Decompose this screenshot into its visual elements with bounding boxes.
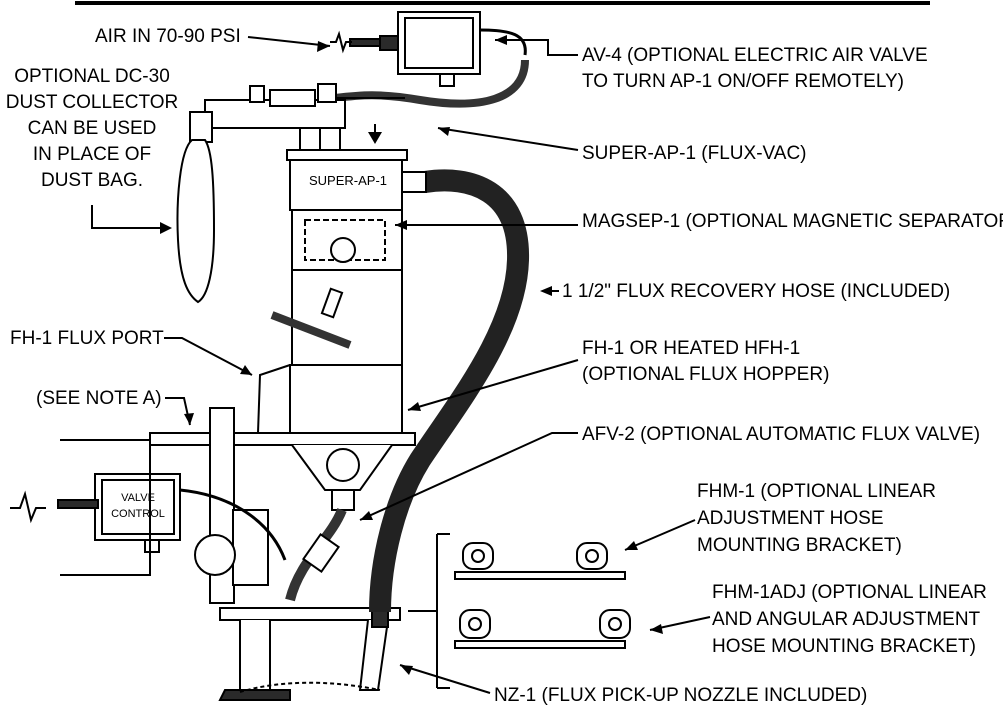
label-fh1-port: FH-1 FLUX PORT (10, 328, 164, 349)
label-dc30-3: CAN BE USED (28, 118, 157, 139)
fhm1adj-bracket (454, 609, 631, 649)
label-fhm1adj-3: HOSE MOUNTING BRACKET) (712, 636, 976, 657)
valve-control-label-1: VALVE (121, 492, 155, 504)
label-dc30-4: IN PLACE OF (33, 144, 151, 165)
dust-bag (176, 139, 216, 304)
label-av4-1: AV-4 (OPTIONAL ELECTRIC AIR VALVE (582, 45, 928, 66)
label-fhm1-2: ADJUSTMENT HOSE (697, 508, 884, 529)
fhm1-bracket (454, 542, 626, 580)
label-dc30-1: OPTIONAL DC-30 (14, 66, 170, 87)
label-av4-2: TO TURN AP-1 ON/OFF REMOTELY) (582, 71, 904, 92)
label-fh1-hopper-2: (OPTIONAL FLUX HOPPER) (582, 364, 829, 385)
top-manifold (189, 83, 346, 150)
leader-lines (91, 35, 711, 694)
av4-air-valve (330, 11, 529, 108)
label-magsep: MAGSEP-1 (OPTIONAL MAGNETIC SEPARATOR) (582, 211, 1003, 232)
label-fh1-hopper-1: FH-1 OR HEATED HFH-1 (582, 338, 800, 359)
valve-control-label-2: CONTROL (111, 508, 165, 520)
label-fhm1adj-2: AND ANGULAR ADJUSTMENT (712, 609, 981, 630)
air-squiggle-icon (330, 30, 352, 54)
hose-inlet-fitting (401, 171, 427, 193)
label-nz1: NZ-1 (FLUX PICK-UP NOZZLE INCLUDED) (494, 685, 867, 706)
flux-recovery-hose (369, 169, 530, 613)
label-note-a: (SEE NOTE A) (36, 388, 162, 409)
electric-squiggle-icon (10, 490, 46, 524)
label-hose: 1 1/2" FLUX RECOVERY HOSE (INCLUDED) (562, 281, 950, 302)
label-afv2: AFV-2 (OPTIONAL AUTOMATIC FLUX VALVE) (582, 424, 980, 445)
label-fhm1-3: MOUNTING BRACKET) (697, 535, 902, 556)
super-ap1-plate: SUPER-AP-1 (309, 173, 387, 188)
label-air-in: AIR IN 70-90 PSI (95, 26, 241, 47)
afv2-valve (194, 507, 347, 602)
super-ap1-body (149, 149, 416, 511)
valve-control-box (57, 439, 287, 576)
label-dc30-2: DUST COLLECTOR (6, 92, 178, 113)
label-fhm1-1: FHM-1 (OPTIONAL LINEAR (697, 481, 936, 502)
label-fhm1adj-1: FHM-1ADJ (OPTIONAL LINEAR (712, 582, 987, 603)
bracket-brace (408, 533, 450, 689)
label-dc30-5: DUST BAG. (41, 170, 143, 191)
label-super-ap1: SUPER-AP-1 (FLUX-VAC) (582, 143, 807, 164)
